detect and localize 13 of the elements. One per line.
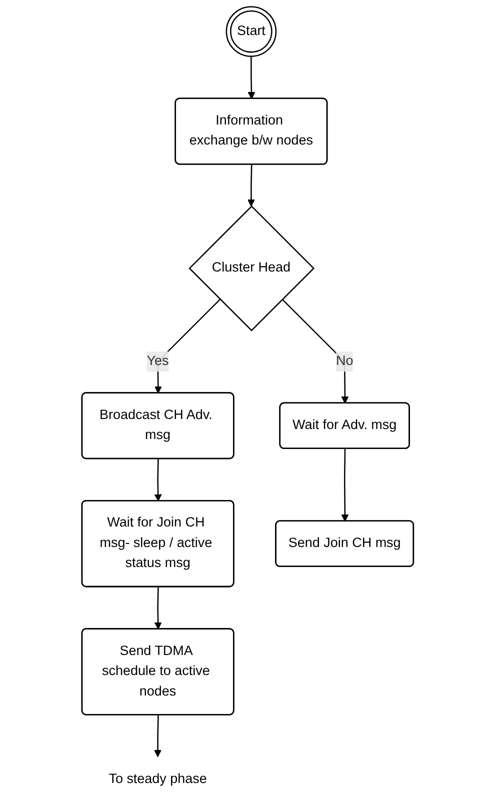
edge-label: Yes <box>147 354 170 368</box>
arrow <box>154 298 221 394</box>
arrow <box>154 458 162 502</box>
node-text: To steady phase <box>109 772 208 786</box>
arrow <box>282 298 349 404</box>
node-circle: Start <box>226 6 277 57</box>
arrow <box>248 56 256 100</box>
arrow <box>342 448 349 522</box>
arrow <box>154 715 162 758</box>
node-diamond: Cluster Head <box>188 205 315 332</box>
arrow <box>248 164 256 207</box>
arrow <box>154 586 162 630</box>
edge-label: No <box>336 354 354 368</box>
